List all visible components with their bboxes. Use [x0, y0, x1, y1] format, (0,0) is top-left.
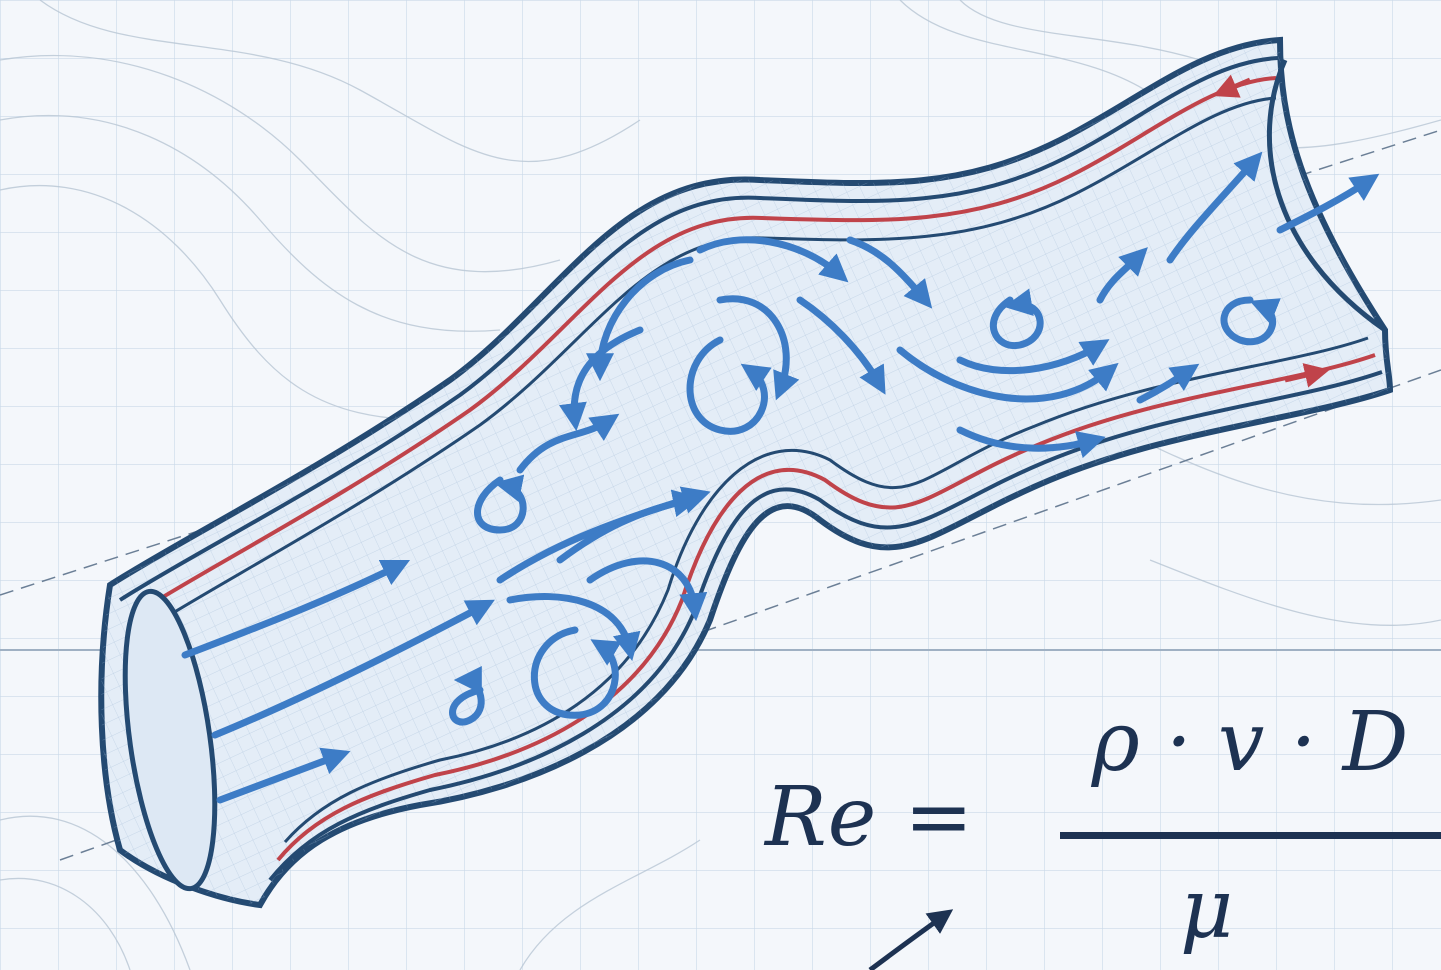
vortex-arrow: [716, 295, 800, 401]
vortex-arrow: [696, 236, 849, 283]
vortex-arrow: [796, 296, 886, 395]
swirl-arrow: [1166, 151, 1263, 264]
fraction-bar: [1060, 832, 1441, 839]
pipe-outlet-opening: [1267, 58, 1387, 333]
laminar-inflow-arrow: [181, 559, 411, 659]
flow-arrows: [181, 151, 1380, 804]
pointer-arrow: [868, 909, 954, 970]
vortex-arrow: [474, 474, 527, 534]
pipe: [98, 36, 1394, 909]
vortex-arrow: [686, 336, 772, 435]
vortex-arrow: [586, 256, 694, 382]
pipe-mesh: [101, 40, 1391, 905]
swirl-arrow: [989, 288, 1044, 349]
laminar-inflow-arrow: [216, 747, 351, 804]
vortex-arrow: [846, 236, 933, 309]
formula-denominator: μ: [1180, 862, 1234, 957]
laminar-inflow-arrow: [211, 599, 495, 739]
vortex-arrow: [449, 666, 485, 726]
vortex-arrow: [530, 626, 622, 719]
formula-lhs: Re =: [765, 770, 975, 865]
swirl-arrow: [956, 426, 1106, 459]
swirl-arrow: [896, 346, 1119, 403]
transition-arrow: [586, 557, 708, 622]
transition-arrow: [516, 413, 620, 474]
pipe-bottom-wall: [268, 336, 1383, 882]
formula-numerator: ρ · v · D: [1091, 695, 1409, 790]
transition-arrow: [556, 489, 701, 564]
outflow-arrow: [1276, 173, 1380, 234]
swirl-arrow: [1096, 247, 1148, 304]
swirl-arrow: [956, 339, 1110, 375]
swirl-arrow: [1136, 363, 1200, 404]
pipe-inlet-opening: [122, 588, 218, 892]
vortex-arrow: [506, 593, 641, 661]
swirl-arrow: [1220, 296, 1281, 346]
